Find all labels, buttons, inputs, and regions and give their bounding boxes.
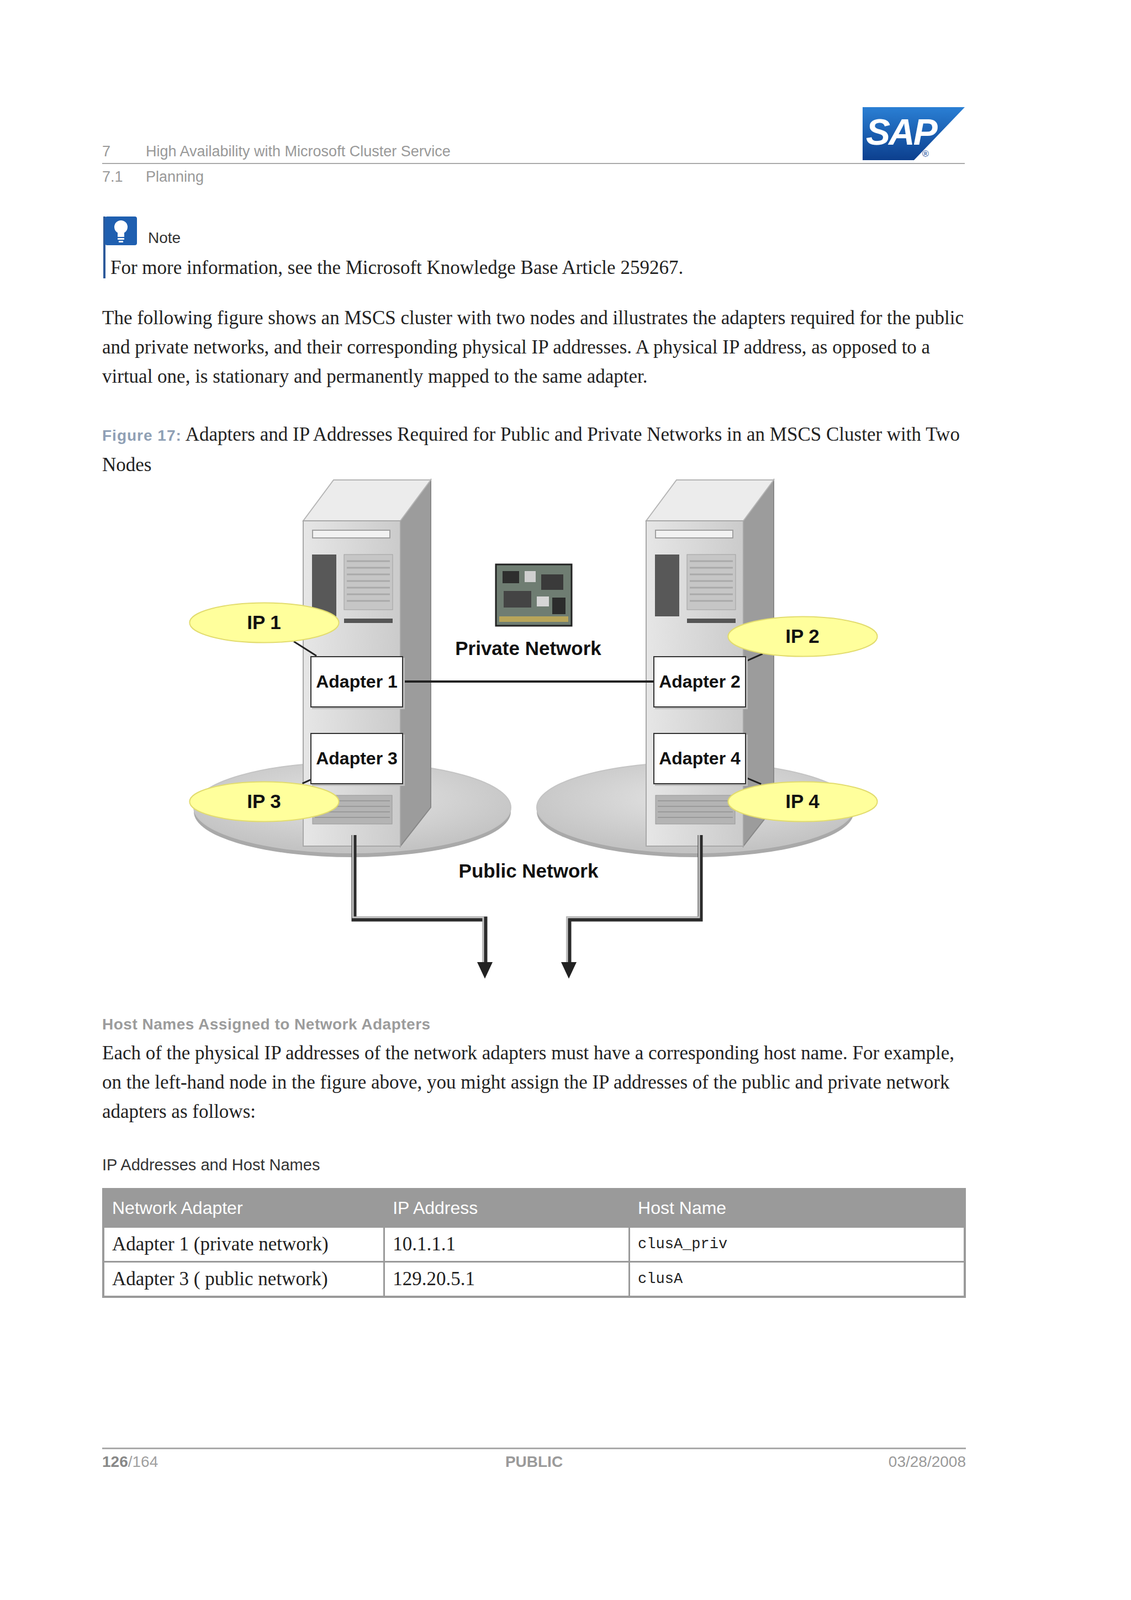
table-cell-text: Adapter 3 ( public network) (112, 1267, 329, 1290)
network-card-picture (495, 564, 572, 626)
note-text: For more information, see the Microsoft … (110, 252, 966, 283)
node-text: Adapter 4 (658, 748, 741, 769)
classification: PUBLIC (478, 1452, 590, 1472)
section-title: Planning (145, 167, 204, 186)
section-number: 7.1 (102, 167, 124, 186)
host-name-table: Network Adapter IP Address Host Name Ada… (102, 1187, 966, 1298)
table-cell: Adapter 1 (private network) (103, 1227, 385, 1262)
node-text: IP 3 (246, 790, 282, 813)
illustration-part (567, 834, 700, 964)
illustration-part (499, 616, 569, 622)
illustration-part (568, 834, 701, 964)
ellipse-shape (189, 781, 339, 822)
illustration-part (118, 240, 124, 243)
ellipse-shape (189, 602, 339, 643)
table-cell-text: clusA (637, 1270, 683, 1288)
illustration-part (552, 597, 566, 615)
table-header-text: Network Adapter (112, 1197, 243, 1218)
adapter-box: Adapter 3 (310, 732, 404, 785)
table-header-text: Host Name (637, 1197, 727, 1218)
server-right (536, 479, 854, 858)
table-cell-text: 10.1.1.1 (392, 1233, 456, 1255)
footer-rule (102, 1447, 966, 1450)
note-heading: Note (148, 228, 181, 248)
illustration-part (117, 238, 125, 240)
node-text: IP 4 (785, 790, 820, 813)
illustration-part (503, 590, 532, 608)
adapter-box: Adapter 4 (653, 732, 747, 785)
illustration-part (117, 231, 125, 237)
leader-line (746, 777, 761, 784)
network-label: Public Network (440, 858, 617, 884)
leader-line (746, 653, 763, 662)
table-cell-text: 129.20.5.1 (392, 1267, 475, 1290)
table-cell: clusA (629, 1261, 965, 1298)
illustration-part (536, 596, 549, 607)
illustration-part (541, 574, 564, 590)
chapter-number: 7 (102, 142, 111, 161)
page-number-line: 126/164 (102, 1452, 158, 1472)
illustration-part (502, 571, 520, 584)
table-cell: Adapter 3 ( public network) (103, 1261, 385, 1298)
ip-ellipse: IP 2 (727, 615, 879, 658)
table-header-cell: Network Adapter (103, 1188, 385, 1228)
adapter-box: Adapter 1 (310, 656, 404, 708)
ellipse-shape (727, 616, 877, 657)
figure-caption: Adapters and IP Addresses Required for P… (102, 423, 960, 476)
ip-ellipse: IP 3 (188, 780, 340, 823)
table-row: Adapter 3 ( public network) 129.20.5.1 c… (103, 1261, 965, 1298)
body-paragraph: The following figure shows an MSCS clust… (102, 303, 965, 391)
ellipse-shape (727, 781, 877, 822)
figure-number: Figure 17: (102, 426, 182, 445)
table-row: Adapter 1 (private network) 10.1.1.1 clu… (103, 1227, 965, 1262)
illustration-part (477, 962, 493, 979)
edge-label: Private Network (452, 636, 604, 660)
node-text: IP 1 (246, 611, 282, 634)
body-paragraph: Each of the physical IP addresses of the… (102, 1038, 965, 1127)
network-line (403, 680, 654, 683)
note-icon (104, 216, 137, 246)
illustration-part (561, 962, 577, 979)
table-cell: 129.20.5.1 (384, 1261, 630, 1298)
table-header-row: Network Adapter IP Address Host Name (103, 1188, 965, 1228)
node-text: Adapter 1 (315, 671, 398, 692)
illustration-part (352, 834, 484, 964)
public-network-wires (352, 834, 701, 979)
leader-line (302, 779, 311, 784)
table-header-text: IP Address (392, 1197, 478, 1218)
subsection-heading: Host Names Assigned to Network Adapters (102, 1015, 431, 1034)
illustration-part (353, 834, 485, 964)
node-text: Adapter 2 (658, 671, 741, 692)
ip-ellipse: IP 4 (727, 780, 879, 823)
logo-text: SAP (865, 112, 937, 152)
header-rule (102, 162, 965, 165)
table-cell-text: Adapter 1 (private network) (112, 1233, 329, 1255)
illustration-part (104, 216, 137, 246)
registered-mark: ® (922, 149, 929, 160)
sap-logo (862, 107, 965, 161)
illustration-part (524, 571, 536, 583)
date: 03/28/2008 (800, 1452, 966, 1472)
table-header-cell: Host Name (629, 1188, 965, 1228)
node-text: IP 2 (785, 625, 820, 648)
table-caption: IP Addresses and Host Names (102, 1155, 320, 1175)
node-text: Adapter 3 (315, 748, 398, 769)
table-cell: 10.1.1.1 (384, 1227, 630, 1262)
page-number: 126 (102, 1452, 129, 1471)
adapter-box: Adapter 2 (653, 656, 747, 708)
caption-line: Figure 17: Adapters and IP Addresses Req… (102, 419, 965, 480)
leader-line (293, 641, 317, 656)
page-total: /164 (128, 1452, 159, 1471)
table-cell: clusA_priv (629, 1227, 965, 1262)
table-header-cell: IP Address (384, 1188, 630, 1228)
table-cell-text: clusA_priv (637, 1235, 728, 1253)
chapter-title: High Availability with Microsoft Cluster… (145, 142, 451, 161)
ip-ellipse: IP 1 (188, 601, 340, 644)
illustration-part (495, 564, 572, 626)
